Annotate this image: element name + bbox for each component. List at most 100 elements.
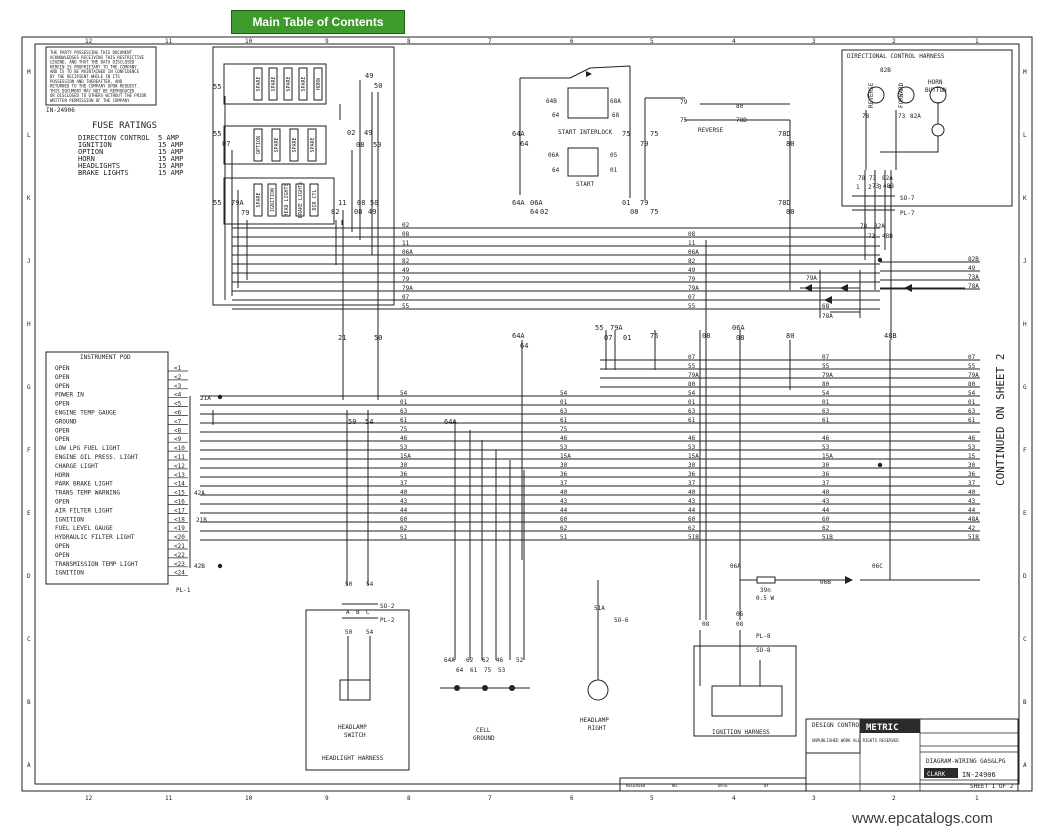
- svg-text:21A: 21A: [200, 395, 211, 402]
- main-wire-label-far: 61: [822, 417, 830, 424]
- svg-text:52: 52: [516, 657, 524, 664]
- svg-text:62: 62: [466, 657, 474, 664]
- svg-text:42B: 42B: [194, 563, 205, 570]
- pod-pin: <5: [174, 401, 182, 408]
- main-wire-label-right: 63: [688, 408, 696, 415]
- main-wire-label: 62: [400, 525, 408, 532]
- fuse-slot: [253, 183, 263, 217]
- svg-text:78: 78: [860, 223, 868, 230]
- pod-title: INSTRUMENT POD: [80, 354, 131, 361]
- svg-text:RIGHT: RIGHT: [588, 725, 606, 732]
- svg-text:06: 06: [736, 611, 744, 618]
- svg-text:50: 50: [373, 141, 381, 149]
- fuse-slot: [313, 67, 323, 101]
- svg-text:68: 68: [822, 303, 830, 310]
- grid-col-bottom: 6: [570, 795, 574, 802]
- svg-text:50: 50: [348, 418, 356, 426]
- main-wire-end-label: 44: [968, 507, 976, 514]
- pod-row-label: OPEN: [55, 374, 70, 381]
- main-wire-label-mid: 44: [560, 507, 568, 514]
- svg-text:78A: 78A: [822, 313, 833, 320]
- main-wire-label-mid: 62: [560, 525, 568, 532]
- fuse-value: 15 AMP: [158, 162, 183, 170]
- grid-row-left: M: [27, 69, 31, 76]
- bus-wire-label-right: 49: [688, 267, 696, 274]
- pod-row-label: LOW LPG FUEL LIGHT: [55, 445, 120, 452]
- main-table-of-contents-button[interactable]: Main Table of Contents: [231, 10, 405, 34]
- pod-pin: <24: [174, 570, 185, 577]
- main-wire-label: 15A: [400, 453, 411, 460]
- right-bus-label: 78A: [968, 283, 979, 290]
- svg-text:50: 50: [345, 629, 353, 636]
- grid-col-bottom: 10: [245, 795, 253, 802]
- svg-text:62: 62: [482, 657, 490, 664]
- pod-row-label: HYDRAULIC FILTER LIGHT: [55, 534, 135, 541]
- grid-row-left: F: [27, 447, 31, 454]
- fuse-value: 5 AMP: [158, 134, 179, 142]
- grid-col-bottom: 5: [650, 795, 654, 802]
- svg-text:A: A: [346, 609, 350, 616]
- main-wire-label-right: 55: [688, 363, 696, 370]
- svg-text:79: 79: [640, 140, 648, 148]
- pod-row-label: OPEN: [55, 543, 70, 550]
- main-wire-label-far: 30: [822, 462, 830, 469]
- grid-col-top: 9: [325, 38, 329, 45]
- svg-text:73: 73: [872, 183, 880, 190]
- svg-text:75: 75: [650, 130, 658, 138]
- pod-row-label: OPEN: [55, 552, 70, 559]
- fuse-slot-label: SPARE: [292, 137, 298, 152]
- grid-col-bottom: 3: [812, 795, 816, 802]
- pl8-label: PL-8: [756, 633, 771, 640]
- grid-col-top: 4: [732, 38, 736, 45]
- svg-text:64: 64: [520, 140, 528, 148]
- bus-wire-label-right: 08: [688, 231, 696, 238]
- svg-text:05: 05: [610, 152, 618, 159]
- svg-text:48B: 48B: [884, 332, 897, 340]
- svg-text:SWITCH: SWITCH: [344, 732, 366, 739]
- svg-text:01: 01: [623, 334, 631, 342]
- fuse-ratings-title: FUSE RATINGS: [92, 121, 157, 131]
- svg-text:79A: 79A: [806, 275, 817, 282]
- bus-wire-label: 06A: [402, 249, 413, 256]
- main-wire-label-far: 01: [822, 399, 830, 406]
- pod-row-label: PARK BRAKE LIGHT: [55, 481, 113, 488]
- grid-row-right: D: [1023, 573, 1027, 580]
- main-wire-end-label: 46: [968, 435, 976, 442]
- main-wire-label-far: 55: [822, 363, 830, 370]
- svg-text:75: 75: [484, 667, 492, 674]
- bus-wire-label: 11: [402, 240, 410, 247]
- main-wire-end-label: 37: [968, 480, 976, 487]
- fuse-slot: [268, 67, 278, 101]
- svg-text:02: 02: [540, 208, 548, 216]
- pod-row-label: POWER IN: [55, 392, 84, 399]
- main-wire-label-mid: 61: [560, 417, 568, 424]
- fuse-name: BRAKE LIGHTS: [78, 169, 129, 177]
- main-wire-end-label: 54: [968, 390, 976, 397]
- design-control-label: DESIGN CONTROL: [812, 722, 863, 729]
- bus-wire-label: 79: [402, 276, 410, 283]
- notice-line: BY THE RECIPIENT WHILE IN ITS: [50, 74, 120, 79]
- fuse-slot-label: IGNITION: [270, 188, 276, 212]
- directional-control-harness: DIRECTIONAL CONTROL HARNESS REVERSE FORW…: [841, 49, 1013, 340]
- pod-pin: <20: [174, 534, 185, 541]
- svg-text:64: 64: [552, 112, 560, 119]
- svg-text:50: 50: [370, 199, 378, 207]
- pod-pin: <21: [174, 543, 185, 550]
- pl1-label: PL-1: [176, 587, 191, 594]
- pod-pin: <14: [174, 481, 185, 488]
- fuse-slot-label: SPARE: [256, 192, 262, 207]
- footer-url[interactable]: www.epcatalogs.com: [852, 810, 993, 827]
- main-wire-label: 36: [400, 471, 408, 478]
- svg-text:82A: 82A: [874, 223, 885, 230]
- pod-row-label: GROUND: [55, 418, 77, 425]
- pod-pin: <18: [174, 516, 185, 523]
- pod-pin: <17: [174, 507, 185, 514]
- grid-row-left: B: [27, 699, 31, 706]
- main-wire-end-label: 48A: [968, 516, 979, 523]
- svg-text:64B: 64B: [546, 98, 557, 105]
- main-wire-label: 37: [400, 480, 408, 487]
- svg-text:B: B: [356, 609, 360, 616]
